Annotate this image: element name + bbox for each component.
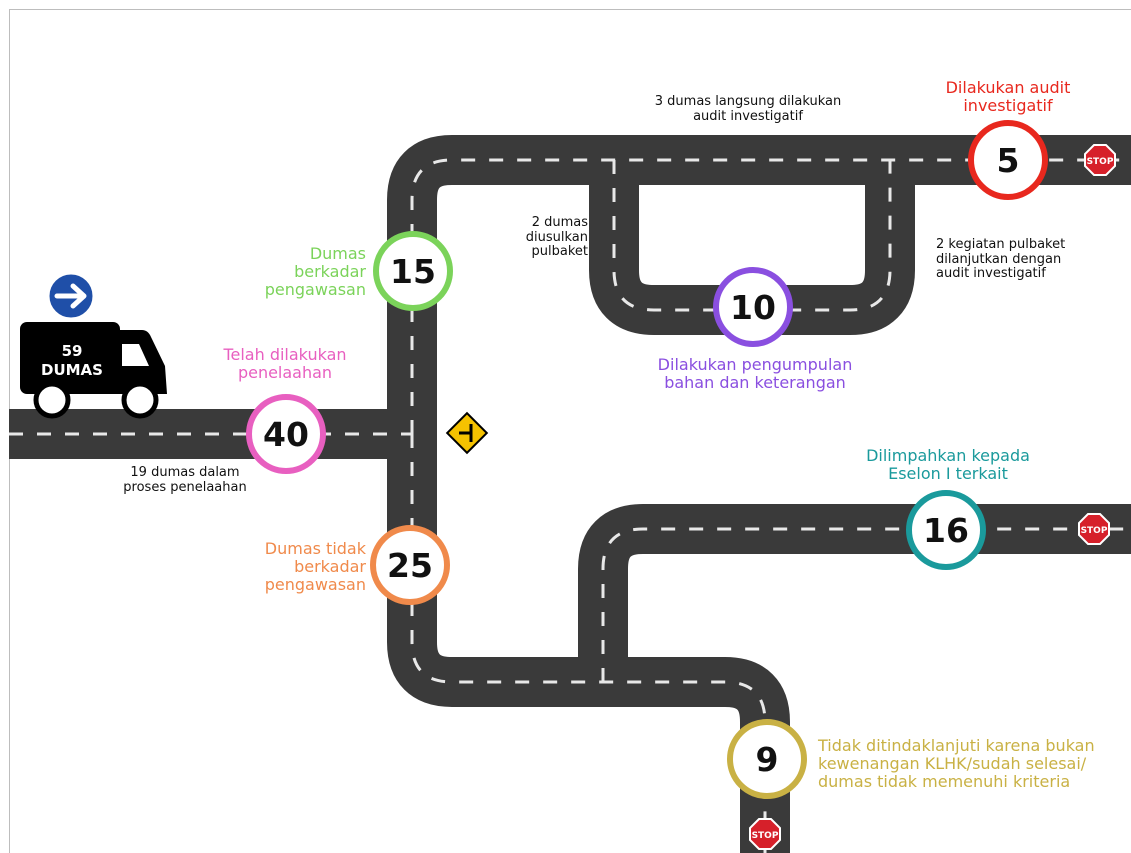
stop-text-top: STOP	[1087, 157, 1114, 167]
label-proses-penelaahan: 19 dumas dalam proses penelaahan	[123, 465, 247, 495]
node-25: 25	[370, 525, 450, 605]
label-dilimpahkan: Dilimpahkan kepada Eselon I terkait	[866, 446, 1030, 483]
label-telah-dilakukan: Telah dilakukan penelaahan	[223, 345, 347, 382]
node-40: 40	[246, 394, 326, 474]
label-tidak-berkadar: Dumas tidak berkadar pengawasan	[264, 539, 366, 594]
truck-icon: 59 DUMAS	[20, 322, 167, 419]
node-5: 5	[968, 120, 1048, 200]
stop-sign-top-icon: STOP	[1084, 144, 1116, 176]
node-25-value: 25	[387, 546, 433, 585]
node-10: 10	[713, 267, 793, 347]
node-40-value: 40	[263, 415, 309, 454]
node-5-value: 5	[997, 141, 1020, 180]
node-9: 9	[727, 719, 807, 799]
label-pengumpulan: Dilakukan pengumpulan bahan dan keterang…	[657, 355, 853, 392]
truck-label: DUMAS	[41, 361, 103, 379]
label-langsung-audit: 3 dumas langsung dilakukan audit investi…	[654, 94, 842, 124]
node-9-value: 9	[756, 740, 779, 779]
label-tidak-ditindaklanjuti: Tidak ditindaklanjuti karena bukan kewen…	[818, 736, 1095, 791]
node-16-value: 16	[923, 511, 969, 550]
node-15-value: 15	[390, 252, 436, 291]
dash-up	[410, 158, 1131, 434]
label-kegiatan-pulbaket: 2 kegiatan pulbaket dilanjutkan dengan a…	[936, 237, 1066, 282]
stop-sign-bottom-icon: STOP	[749, 818, 781, 850]
truck-count: 59	[62, 342, 83, 360]
stop-text-bottom: STOP	[752, 831, 779, 841]
t-junction-sign-icon	[445, 411, 489, 455]
dash-down	[410, 434, 767, 853]
lane-dashes	[9, 158, 1131, 853]
stop-sign-eselon-icon: STOP	[1078, 513, 1110, 545]
stop-text-eselon: STOP	[1081, 526, 1108, 536]
arrow-right-sign-icon	[46, 271, 96, 321]
dash-eselon	[601, 527, 1131, 682]
label-berkadar: Dumas berkadar pengawasan	[264, 244, 366, 299]
node-10-value: 10	[730, 288, 776, 327]
count-nodes: 40 15 25 10 5 16	[246, 120, 1048, 799]
node-15: 15	[373, 231, 453, 311]
label-diusulkan-pulbaket: 2 dumas diusulkan pulbaket	[525, 215, 588, 260]
node-16: 16	[906, 490, 986, 570]
label-dilakukan-audit: Dilakukan audit investigatif	[945, 78, 1071, 115]
